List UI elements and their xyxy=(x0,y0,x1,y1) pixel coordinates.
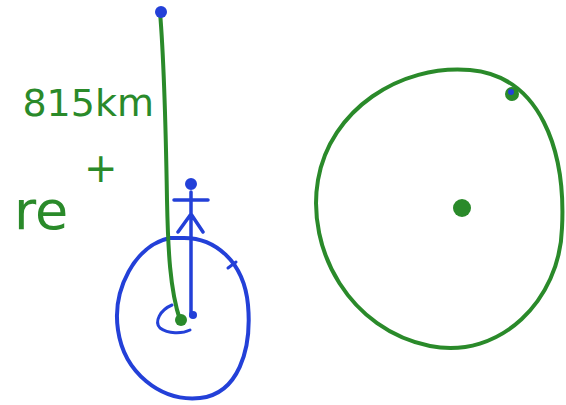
altitude-line xyxy=(160,12,180,320)
figure-foot-dot xyxy=(189,311,197,319)
tick-mark xyxy=(228,262,236,268)
altitude-label: 815km xyxy=(22,84,154,122)
satellite-dot xyxy=(155,6,167,18)
angle-mark xyxy=(158,305,190,333)
stick-figure xyxy=(174,192,208,316)
orbit-satellite-core xyxy=(508,89,514,95)
figure-head xyxy=(186,179,196,189)
earth-outline xyxy=(117,238,249,398)
orbit-outline xyxy=(316,69,562,348)
center-dot xyxy=(175,314,187,326)
orbit-center-dot xyxy=(453,199,471,217)
plus-sign: + xyxy=(84,148,118,188)
orbit-satellite-dot xyxy=(505,87,519,101)
radius-label: re xyxy=(14,184,68,238)
